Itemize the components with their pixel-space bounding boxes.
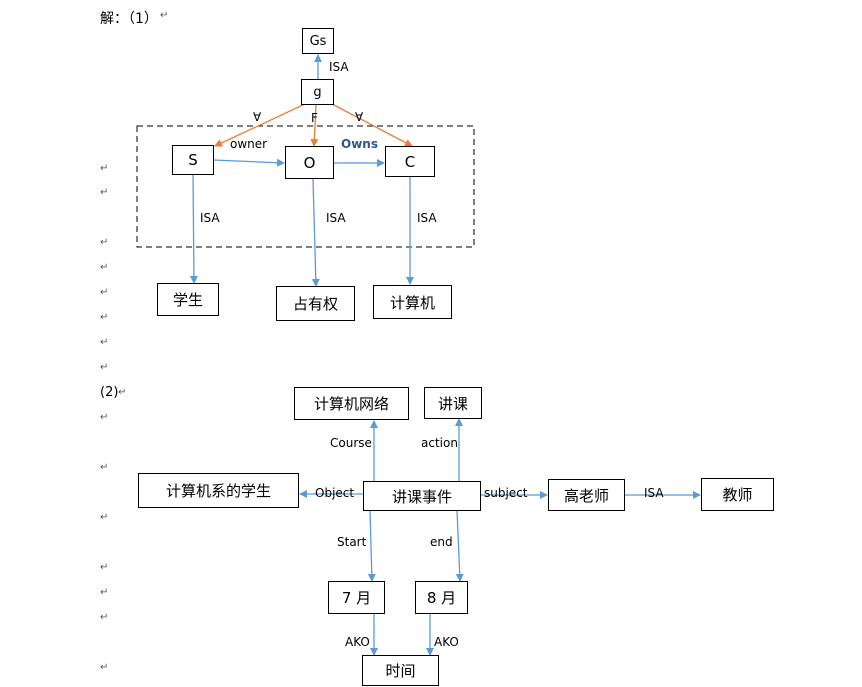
node-students: 计算机系的学生	[138, 473, 299, 508]
arrow-event-to-july	[367, 509, 376, 582]
label-forall-right: ∀	[355, 110, 364, 124]
node-possession: 占有权	[276, 286, 355, 321]
label-owns: Owns	[341, 137, 378, 151]
label-forall-left: ∀	[253, 110, 262, 124]
label-end: end	[430, 535, 453, 549]
label-ako-left: AKO	[345, 635, 370, 649]
arrow-s-to-o	[212, 158, 285, 167]
paragraph-mark-icon: ↵	[100, 362, 109, 373]
label-subject: subject	[484, 486, 528, 500]
paragraph-mark-icon: ↵	[100, 462, 109, 473]
paragraph-mark-icon: ↵	[100, 412, 109, 423]
label-object: Object	[315, 486, 355, 500]
node-august: 8 月	[415, 581, 468, 614]
arrow-o-to-possession	[311, 178, 320, 287]
paragraph-mark-icon: ↵	[100, 587, 109, 598]
paragraph-mark-icon: ↵	[160, 10, 169, 21]
paragraph-mark-icon: ↵	[100, 287, 109, 298]
node-time: 时间	[362, 655, 439, 686]
node-g: g	[301, 79, 334, 105]
arrow-event-to-august	[455, 509, 464, 582]
arrow-g-to-c	[331, 103, 413, 147]
paragraph-mark-icon: ↵	[100, 312, 109, 323]
part1-heading: 解：（1）	[100, 11, 158, 27]
node-computer: 计算机	[373, 285, 452, 319]
label-course: Course	[330, 436, 372, 450]
paragraph-mark-icon: ↵	[118, 387, 127, 398]
paragraph-mark-icon: ↵	[100, 662, 109, 673]
paragraph-mark-icon: ↵	[100, 163, 109, 174]
paragraph-mark-icon: ↵	[100, 337, 109, 348]
node-o: O	[285, 146, 334, 179]
node-july: 7 月	[328, 581, 385, 614]
node-s: S	[172, 145, 214, 175]
paragraph-mark-icon: ↵	[100, 562, 109, 573]
arrow-g-to-s	[214, 103, 306, 147]
node-lecture: 讲课	[424, 387, 482, 419]
node-event: 讲课事件	[363, 481, 481, 511]
label-isa-teacher: ISA	[644, 486, 664, 500]
node-teacher: 教师	[701, 478, 774, 511]
paragraph-mark-icon: ↵	[100, 512, 109, 523]
node-student: 学生	[157, 283, 219, 316]
paragraph-mark-icon: ↵	[100, 187, 109, 198]
node-c: C	[385, 146, 435, 177]
arrow-g-to-o	[310, 104, 319, 147]
paragraph-mark-icon: ↵	[100, 237, 109, 248]
node-teacher-gao: 高老师	[548, 479, 625, 511]
node-network: 计算机网络	[294, 387, 409, 420]
label-action: action	[421, 436, 458, 450]
label-isa-c: ISA	[417, 211, 437, 225]
arrow-s-to-student	[189, 174, 198, 284]
label-isa-gs: ISA	[329, 60, 349, 74]
label-f: F	[311, 111, 318, 125]
label-start: Start	[337, 535, 367, 549]
paragraph-mark-icon: ↵	[100, 262, 109, 273]
node-gs: Gs	[302, 28, 334, 54]
label-isa-s: ISA	[200, 211, 220, 225]
paragraph-mark-icon: ↵	[100, 612, 109, 623]
label-isa-o: ISA	[326, 211, 346, 225]
part2-heading: (2)	[100, 385, 119, 400]
label-ako-right: AKO	[434, 635, 459, 649]
dashed-frame	[136, 125, 475, 248]
label-owner: owner	[230, 137, 268, 151]
